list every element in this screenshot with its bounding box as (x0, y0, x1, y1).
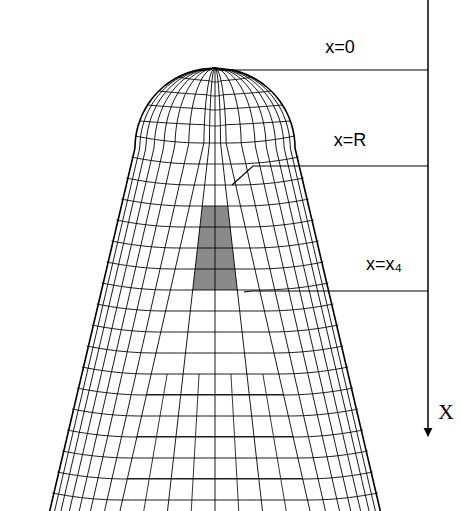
mesh-line (107, 262, 324, 269)
mesh-line (215, 68, 263, 511)
mesh-line (77, 388, 353, 395)
mesh-line (167, 68, 215, 511)
level-line (232, 166, 428, 185)
mesh-line (215, 68, 216, 511)
level-line (215, 69, 428, 70)
mesh-line (263, 374, 287, 511)
mesh-outline (49, 68, 381, 511)
mesh-line (82, 367, 348, 374)
mesh-line (116, 220, 313, 227)
mesh-line (119, 68, 215, 511)
mesh-line (57, 472, 373, 479)
mesh-line (147, 394, 284, 395)
axis-group (215, 0, 428, 436)
mesh-line (148, 105, 283, 110)
level-line (244, 291, 428, 292)
mesh-line (67, 430, 363, 437)
level-label: x=0 (325, 38, 355, 58)
mesh-line (231, 374, 239, 511)
level-label: x=x₄ (366, 255, 402, 275)
mesh-line (97, 304, 334, 311)
mesh-line (126, 178, 303, 185)
mesh-line (137, 436, 293, 437)
mesh-line (52, 493, 377, 500)
mesh-line (60, 68, 215, 511)
mesh-line (143, 374, 167, 511)
mesh-group (49, 68, 381, 511)
mesh-line (72, 409, 358, 416)
mesh-line (215, 68, 376, 511)
level-label: x=R (334, 131, 367, 151)
mesh-line (92, 325, 338, 332)
mesh-line (215, 68, 311, 511)
mesh-line (102, 283, 329, 290)
mesh-line (140, 121, 291, 126)
mesh-line (127, 478, 302, 479)
mesh-line (112, 241, 319, 248)
mesh-line (191, 374, 199, 511)
mesh-line (121, 199, 308, 206)
mesh-line (215, 68, 370, 511)
x-axis (427, 0, 429, 436)
mesh-line (178, 77, 252, 82)
axis-label: X (438, 400, 454, 424)
mesh-line (87, 346, 343, 353)
mesh-line (135, 136, 295, 143)
mesh-line (54, 68, 215, 511)
mesh-line (131, 157, 299, 164)
mesh-line (62, 451, 368, 458)
mesh-line (68, 68, 215, 511)
mesh-line (159, 91, 271, 96)
